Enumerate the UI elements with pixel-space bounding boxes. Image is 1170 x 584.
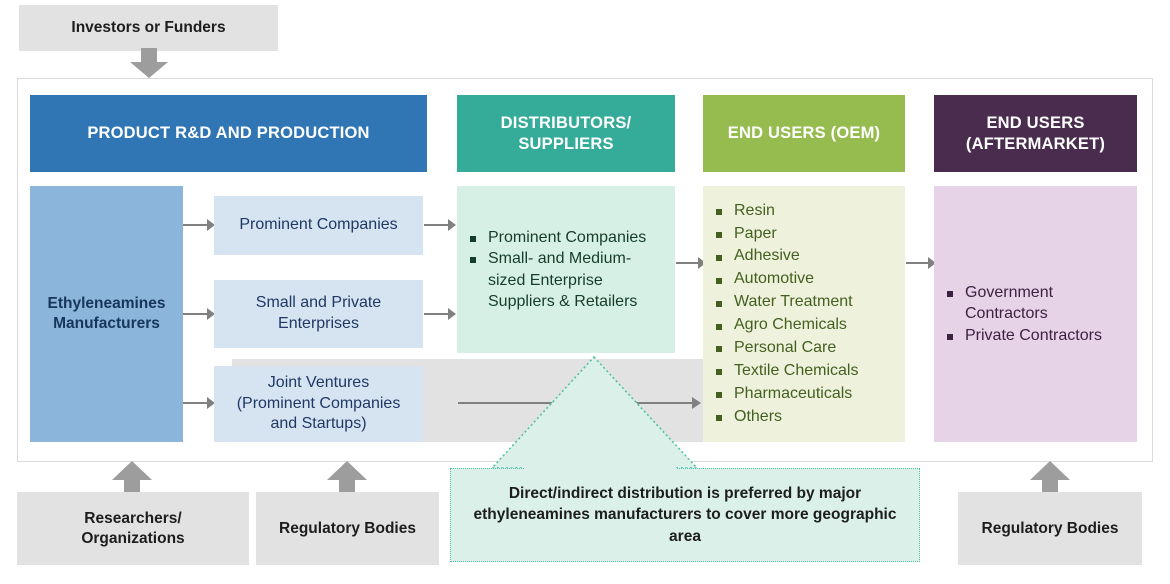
callout-text: Direct/indirect distribution is preferre… [473,485,897,545]
ethyleneamines-manufacturers-box: Ethyleneamines Manufacturers [30,186,183,442]
researchers-organizations-box: Researchers/ Organizations [17,492,249,565]
node-prominent-companies-label: Prominent Companies [239,216,398,234]
aftermarket-list: Government Contractors Private Contracto… [946,282,1125,345]
header-distributors-suppliers: DISTRIBUTORS/ SUPPLIERS [457,95,675,172]
header-product-rd-and-production: PRODUCT R&D AND PRODUCTION [30,95,427,172]
list-item: Others [715,406,893,429]
list-item: Private Contractors [946,325,1125,346]
regulatory-bodies-right-box: Regulatory Bodies [958,492,1142,565]
header-distributors-label: DISTRIBUTORS/ SUPPLIERS [500,114,632,153]
list-item: Prominent Companies [469,227,663,248]
node-small-private-label: Small and Private Enterprises [255,294,382,332]
callout-join-mask [524,466,676,470]
up-arrow-icon [1028,461,1072,501]
list-item: Automotive [715,268,893,291]
regulatory-bodies-left-label: Regulatory Bodies [279,519,416,537]
distributors-list: Prominent Companies Small- and Medium-si… [469,227,663,311]
distributors-suppliers-box: Prominent Companies Small- and Medium-si… [457,186,675,353]
oem-list: Resin Paper Adhesive Automotive Water Tr… [715,200,893,429]
node-joint-ventures: Joint Ventures (Prominent Companies and … [214,366,423,442]
header-end-users-oem: END USERS (OEM) [703,95,905,172]
list-item: Adhesive [715,245,893,268]
node-prominent-companies: Prominent Companies [214,196,423,255]
right-arrow-icon [676,252,706,274]
up-arrow-icon [110,461,154,501]
right-arrow-icon [183,303,215,325]
callout-box: Direct/indirect distribution is preferre… [450,468,920,562]
investors-or-funders-label: Investors or Funders [71,19,226,37]
ethyleneamines-manufacturers-label: Ethyleneamines Manufacturers [47,294,166,332]
list-item: Paper [715,223,893,246]
right-arrow-icon [906,252,936,274]
node-joint-ventures-label: Joint Ventures (Prominent Companies and … [236,373,401,433]
right-arrow-icon [183,214,215,236]
list-item: Government Contractors [946,282,1125,324]
header-end-users-aftermarket: END USERS (AFTERMARKET) [934,95,1137,172]
researchers-organizations-label: Researchers/ Organizations [81,509,185,547]
list-item: Textile Chemicals [715,360,893,383]
regulatory-bodies-right-label: Regulatory Bodies [981,519,1119,537]
right-arrow-icon [424,214,456,236]
end-users-oem-box: Resin Paper Adhesive Automotive Water Tr… [703,186,905,442]
list-item: Water Treatment [715,291,893,314]
list-item: Agro Chemicals [715,314,893,337]
up-arrow-icon [325,461,369,501]
node-small-and-private-enterprises: Small and Private Enterprises [214,280,423,348]
right-arrow-icon [183,392,215,414]
list-item: Pharmaceuticals [715,383,893,406]
investors-or-funders-box: Investors or Funders [19,5,278,51]
list-item: Small- and Medium-sized Enterprise Suppl… [469,248,663,311]
header-aftermarket-label: END USERS (AFTERMARKET) [965,114,1106,153]
end-users-aftermarket-box: Government Contractors Private Contracto… [934,186,1137,442]
header-production-label: PRODUCT R&D AND PRODUCTION [87,124,370,143]
down-arrow-icon [128,48,170,78]
list-item: Resin [715,200,893,223]
regulatory-bodies-left-box: Regulatory Bodies [256,492,439,565]
right-arrow-icon [424,303,456,325]
header-oem-label: END USERS (OEM) [727,124,881,143]
right-arrow-icon-long [458,392,701,414]
list-item: Personal Care [715,337,893,360]
